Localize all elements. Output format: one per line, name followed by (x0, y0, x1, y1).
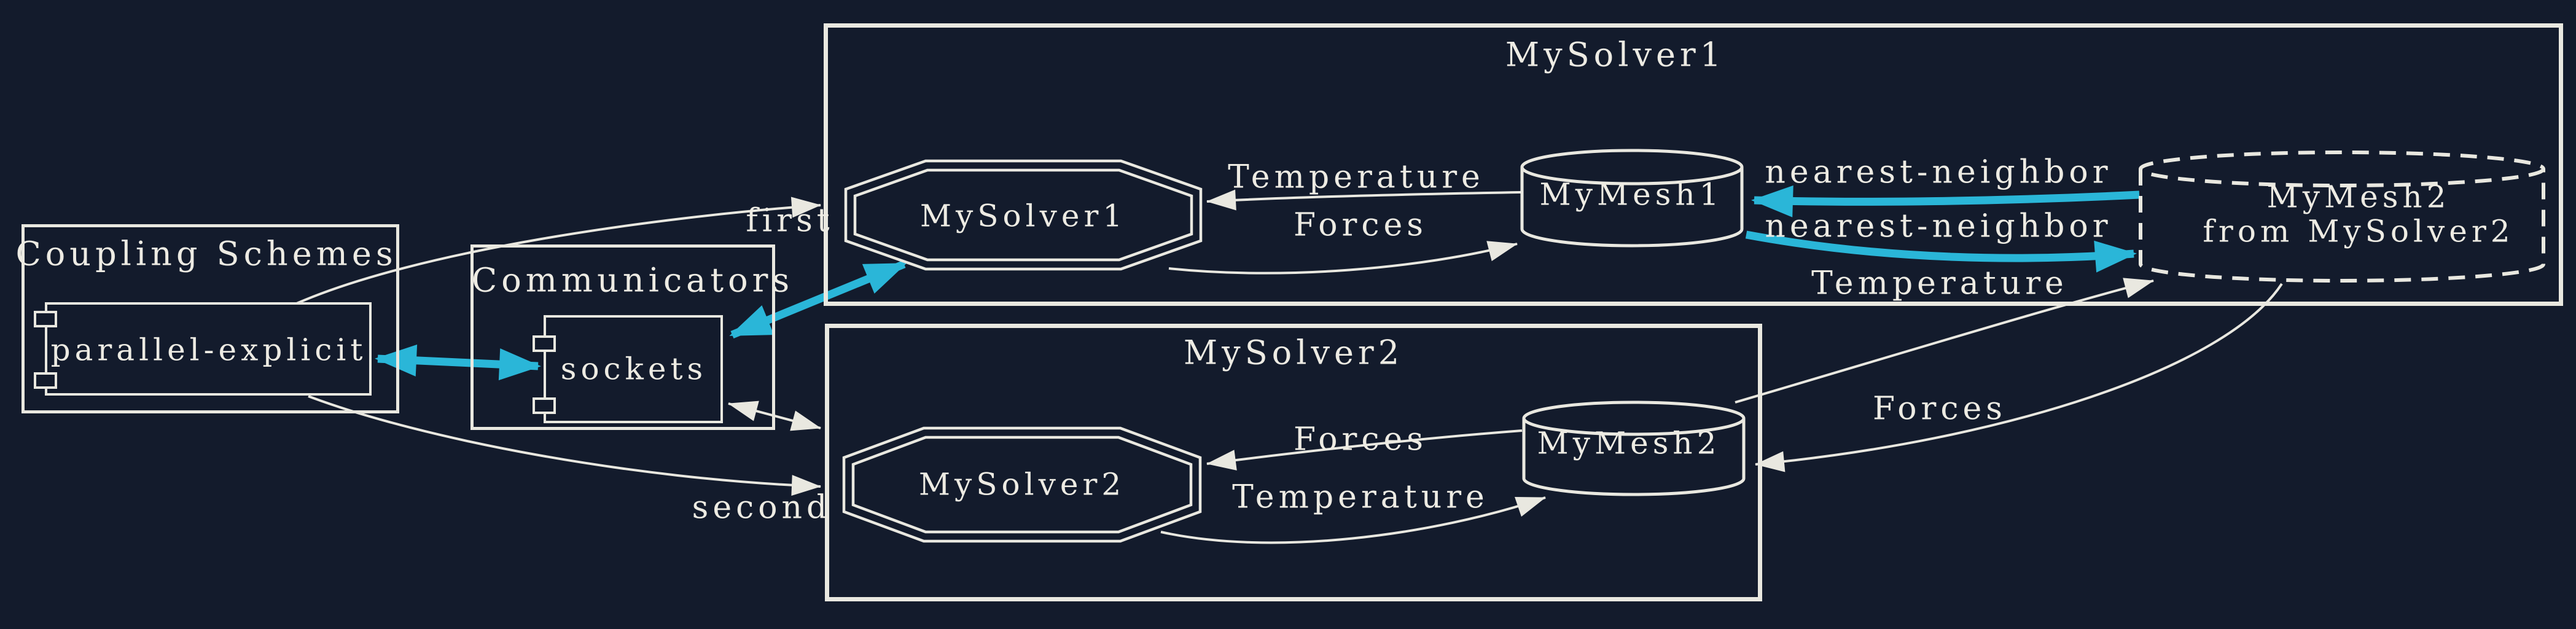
cluster-title-mysolver1: MySolver1 (1505, 35, 1726, 74)
coupling-scheme-node (45, 302, 372, 396)
edge-scheme-to-communicator (375, 344, 541, 381)
edge-label-forces-write1: Forces (1294, 206, 1427, 244)
node-label-received-mesh-line1: MyMesh2 (2266, 179, 2451, 215)
edge-exchange-forces (1755, 283, 2283, 472)
participant-node-mysolver2 (842, 426, 1202, 543)
edge-write-forces-mysolver1 (1168, 241, 1518, 275)
node-label-sockets: sockets (560, 351, 708, 387)
component-tab-icon (34, 372, 57, 389)
edge-mapping-nearest-neighbor-read (1751, 185, 2140, 217)
edge-label-second: second (692, 489, 832, 526)
component-tab-icon (533, 335, 556, 352)
node-label-mysolver1: MySolver1 (919, 198, 1127, 234)
communicators-box (470, 244, 775, 430)
edge-communicator-to-mysolver1 (729, 260, 907, 339)
edge-read-forces-mysolver2 (1206, 429, 1523, 471)
edge-label-exchange-forces: Forces (1873, 390, 2007, 428)
edge-exchange-temperature (1735, 278, 2154, 404)
edge-mapping-nearest-neighbor-write (1745, 230, 2137, 273)
edge-write-temperature-mysolver2 (1160, 496, 1546, 544)
edge-label-first: first (746, 202, 834, 240)
node-label-mymesh1: MyMesh1 (1539, 176, 1723, 213)
mesh-cylinder-mymesh2 (1522, 400, 1746, 496)
edge-coupling-second (308, 395, 821, 496)
edge-label-forces-read2: Forces (1294, 421, 1427, 458)
cluster-title-mysolver2: MySolver2 (1183, 333, 1404, 372)
communicators-title: Communicators (471, 260, 794, 300)
node-label-parallel-explicit: parallel-explicit (50, 332, 367, 368)
node-label-mysolver2: MySolver2 (918, 466, 1126, 502)
edge-label-nearest-neighbor-top: nearest-neighbor (1765, 154, 2112, 191)
cluster-mysolver2 (825, 324, 1762, 601)
received-mesh-cylinder-mymesh2 (2139, 150, 2545, 283)
edge-label-temperature-read1: Temperature (1228, 158, 1485, 196)
coupling-schemes-box (21, 224, 399, 413)
node-label-received-mesh-line2: from MySolver2 (2203, 213, 2515, 249)
communicator-node (544, 315, 723, 423)
node-label-mymesh2: MyMesh2 (1537, 425, 1721, 461)
coupling-schemes-title: Coupling Schemes (15, 234, 397, 273)
edge-label-nearest-neighbor-bottom: nearest-neighbor (1765, 208, 2112, 245)
component-tab-icon (533, 397, 556, 414)
edge-coupling-first (296, 197, 821, 305)
cluster-mysolver1 (824, 23, 2563, 306)
edge-read-temperature-mysolver1 (1206, 189, 1521, 211)
participant-node-mysolver1 (844, 159, 1203, 271)
edge-label-temperature-write2: Temperature (1232, 479, 1489, 516)
component-tab-icon (34, 311, 57, 327)
mesh-cylinder-mymesh1 (1520, 149, 1744, 248)
edge-label-exchange-temperature: Temperature (1811, 265, 2068, 302)
